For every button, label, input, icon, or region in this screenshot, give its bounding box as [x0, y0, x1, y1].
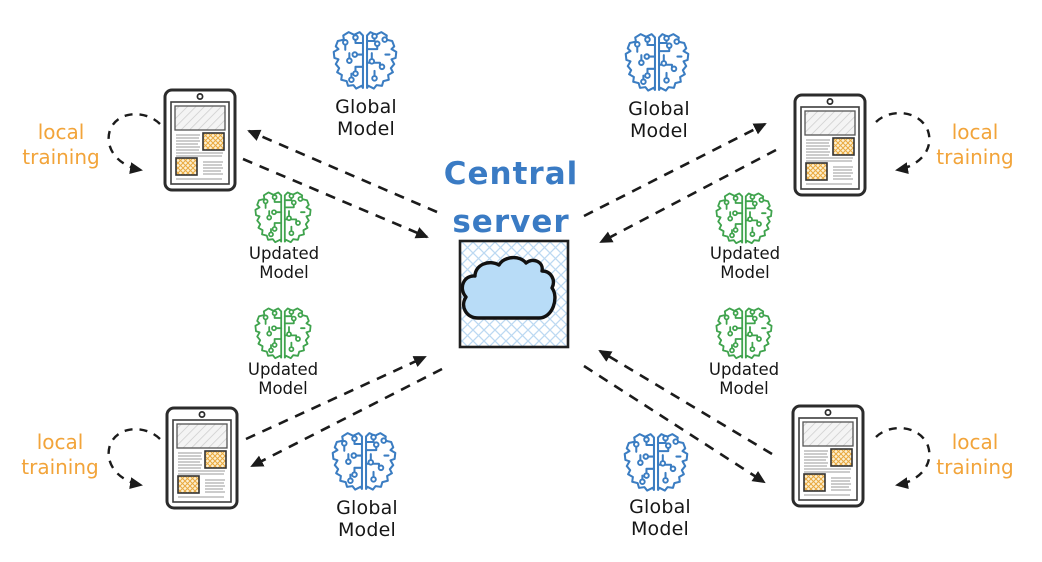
client-device-bottom-left [167, 408, 237, 508]
updated-model-icon-top-right [714, 190, 774, 250]
global-model-label-top-left: Global Model [335, 96, 397, 141]
central-server-label: Central server [443, 156, 579, 241]
client-device-top-right [795, 95, 865, 195]
global-model-label-top-right: Global Model [628, 98, 690, 143]
local-training-label-bottom-right: local training [936, 430, 1014, 479]
global-model-icon-top-left [331, 25, 399, 99]
loop-arrow-local-training-bottom-right [875, 426, 931, 490]
global-model-label-bottom-right: Global Model [629, 496, 691, 541]
loop-arrow-local-training-bottom-left [107, 427, 161, 490]
central-server-box [458, 239, 570, 349]
arrow-updated-model-top-right [599, 148, 777, 244]
updated-model-label-top-right: Updated Model [709, 244, 781, 283]
global-model-label-bottom-left: Global Model [336, 497, 398, 542]
client-device-bottom-right [793, 406, 863, 506]
updated-model-label-bottom-right: Updated Model [708, 360, 780, 399]
updated-model-icon-bottom-right [714, 305, 774, 365]
updated-model-label-bottom-left: Updated Model [247, 360, 319, 399]
arrow-global-model-top-right [583, 122, 767, 218]
arrow-updated-model-bottom-right [598, 349, 773, 456]
updated-model-icon-top-left [253, 189, 313, 249]
global-model-icon-top-right [623, 27, 691, 101]
local-training-label-top-right: local training [936, 120, 1014, 169]
arrow-updated-model-bottom-left [245, 355, 427, 441]
arrow-updated-model-top-left [242, 157, 429, 239]
client-device-top-left [165, 90, 235, 190]
arrow-global-model-top-left [247, 129, 438, 214]
global-model-icon-bottom-right [622, 427, 690, 501]
updated-model-icon-bottom-left [253, 305, 313, 365]
loop-arrow-local-training-top-left [107, 112, 161, 175]
local-training-label-bottom-left: local training [21, 430, 99, 479]
cloud-icon [460, 255, 557, 320]
loop-arrow-local-training-top-right [875, 111, 931, 175]
updated-model-label-top-left: Updated Model [248, 244, 320, 283]
local-training-label-top-left: local training [22, 120, 100, 169]
global-model-icon-bottom-left [330, 426, 398, 500]
